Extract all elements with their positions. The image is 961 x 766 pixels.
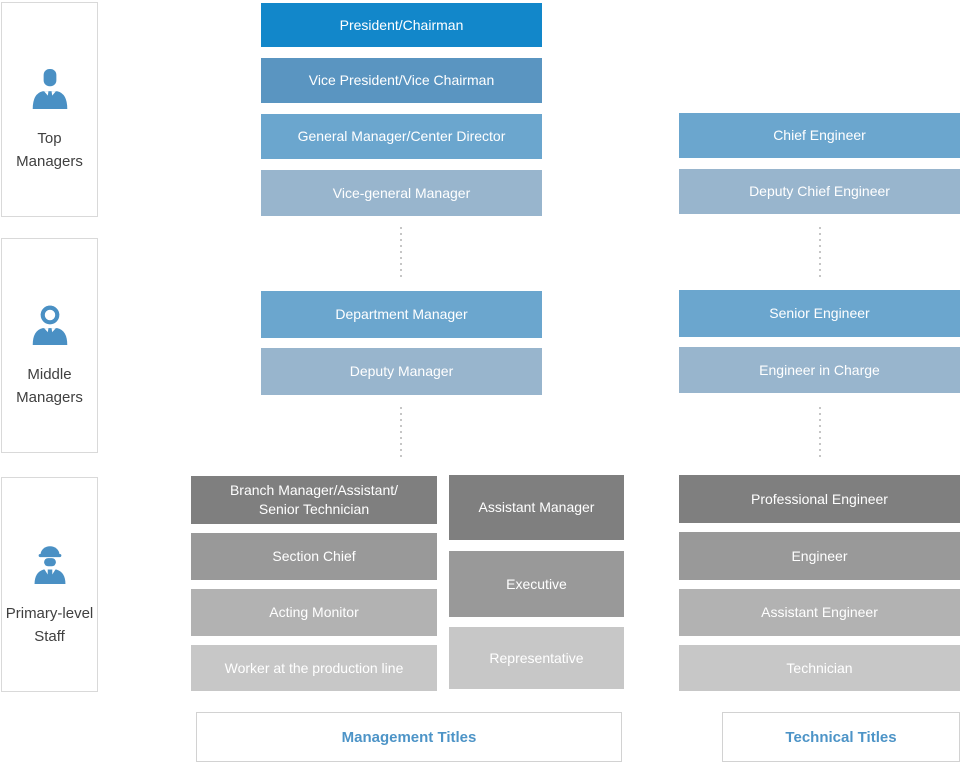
box-assistant-engineer: Assistant Engineer (679, 589, 960, 636)
box-section-chief: Section Chief (191, 533, 437, 580)
box-label: Vice President/Vice Chairman (308, 72, 495, 88)
box-label-line1: Branch Manager/Assistant/ (229, 482, 399, 498)
box-president-chairman: President/Chairman (261, 3, 542, 47)
box-label: Professional Engineer (751, 490, 888, 507)
dotted-connector (400, 227, 402, 281)
footer-label: Technical Titles (785, 728, 897, 746)
box-vice-general-manager: Vice-general Manager (261, 170, 542, 216)
box-label: Vice-general Manager (332, 184, 471, 201)
box-label: Deputy Chief Engineer (749, 183, 890, 199)
box-label: Chief Engineer (773, 127, 866, 143)
worker-icon (28, 544, 72, 584)
box-label: Department Manager (335, 306, 468, 322)
level-label: Middle Managers (16, 363, 83, 409)
box-label: Worker at the production line (224, 659, 404, 676)
box-chief-engineer: Chief Engineer (679, 113, 960, 158)
level-label-line2: Managers (16, 388, 83, 406)
box-senior-engineer: Senior Engineer (679, 290, 960, 337)
level-panel-primary-staff: Primary-level Staff (1, 477, 98, 692)
box-deputy-chief-engineer: Deputy Chief Engineer (679, 169, 960, 214)
businessman-icon (28, 68, 72, 109)
management-titles-footer: Management Titles (196, 712, 622, 762)
box-label: Executive (506, 575, 567, 592)
box-representative: Representative (449, 627, 624, 689)
box-label: Engineer in Charge (759, 361, 880, 378)
box-label: Engineer (791, 547, 848, 564)
level-label-line1: Primary-level (5, 604, 94, 622)
box-label: President/Chairman (339, 16, 464, 33)
technical-titles-footer: Technical Titles (722, 712, 960, 762)
box-department-manager: Department Manager (261, 291, 542, 338)
dotted-connector (819, 227, 821, 281)
level-label-line2: Managers (16, 152, 83, 170)
manager-icon (28, 305, 72, 345)
box-label-line2: Senior Technician (258, 501, 370, 517)
box-technician: Technician (679, 645, 960, 691)
level-panel-top-managers: Top Managers (1, 2, 98, 217)
level-label: Top Managers (16, 127, 83, 173)
box-production-worker: Worker at the production line (191, 645, 437, 691)
box-executive: Executive (449, 551, 624, 617)
box-label: General Manager/Center Director (297, 128, 506, 144)
box-label: Section Chief (272, 548, 356, 564)
level-label-line2: Staff (34, 627, 65, 645)
box-vice-president: Vice President/Vice Chairman (261, 58, 542, 103)
dotted-connector (819, 407, 821, 461)
box-branch-manager: Branch Manager/Assistant/ Senior Technic… (191, 476, 437, 524)
level-label-line1: Top (37, 129, 62, 147)
box-label: Assistant Engineer (761, 604, 878, 620)
box-professional-engineer: Professional Engineer (679, 475, 960, 523)
level-label: Primary-level Staff (6, 602, 94, 648)
box-label: Deputy Manager (349, 363, 454, 379)
box-engineer: Engineer (679, 532, 960, 580)
box-label: Representative (489, 649, 584, 666)
box-engineer-in-charge: Engineer in Charge (679, 347, 960, 393)
box-general-manager: General Manager/Center Director (261, 114, 542, 159)
box-acting-monitor: Acting Monitor (191, 589, 437, 636)
level-panel-middle-managers: Middle Managers (1, 238, 98, 453)
box-label: Assistant Manager (478, 499, 595, 515)
dotted-connector (400, 407, 402, 461)
box-deputy-manager: Deputy Manager (261, 348, 542, 395)
box-label: Technician (786, 659, 853, 676)
level-label-line1: Middle (27, 365, 72, 383)
box-label: Senior Engineer (769, 305, 870, 321)
footer-label: Management Titles (341, 728, 477, 746)
box-label: Acting Monitor (269, 604, 359, 620)
box-assistant-manager: Assistant Manager (449, 475, 624, 540)
